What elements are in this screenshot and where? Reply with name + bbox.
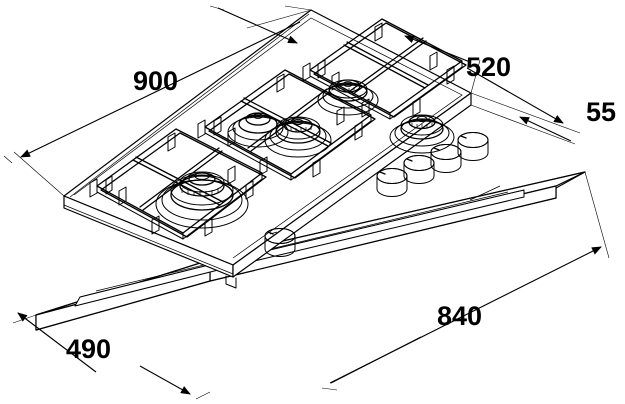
cooktop-body — [63, 9, 472, 289]
knob-4 — [430, 144, 462, 173]
burner-rear-right — [317, 79, 379, 116]
knob-3 — [403, 155, 435, 184]
knob-2 — [376, 168, 408, 197]
burner-front-left — [155, 171, 249, 229]
dimension-lines — [3, 5, 610, 400]
grate-center — [197, 69, 376, 181]
burners-assembly — [155, 79, 455, 229]
knob-5 — [457, 132, 489, 161]
grates-assembly — [89, 18, 467, 240]
dimension-label-900: 900 — [133, 66, 179, 96]
dimension-label-840: 840 — [437, 301, 483, 331]
knob-1 — [264, 228, 296, 257]
control-knobs — [264, 132, 489, 257]
dimension-label-490: 490 — [66, 334, 112, 364]
burner-rear-left — [227, 112, 289, 148]
worktop-panel — [35, 171, 586, 331]
grate-right — [302, 18, 467, 120]
burner-front-right — [389, 114, 455, 154]
dimension-label-520: 520 — [466, 52, 512, 82]
dimension-label-55: 55 — [586, 97, 617, 127]
